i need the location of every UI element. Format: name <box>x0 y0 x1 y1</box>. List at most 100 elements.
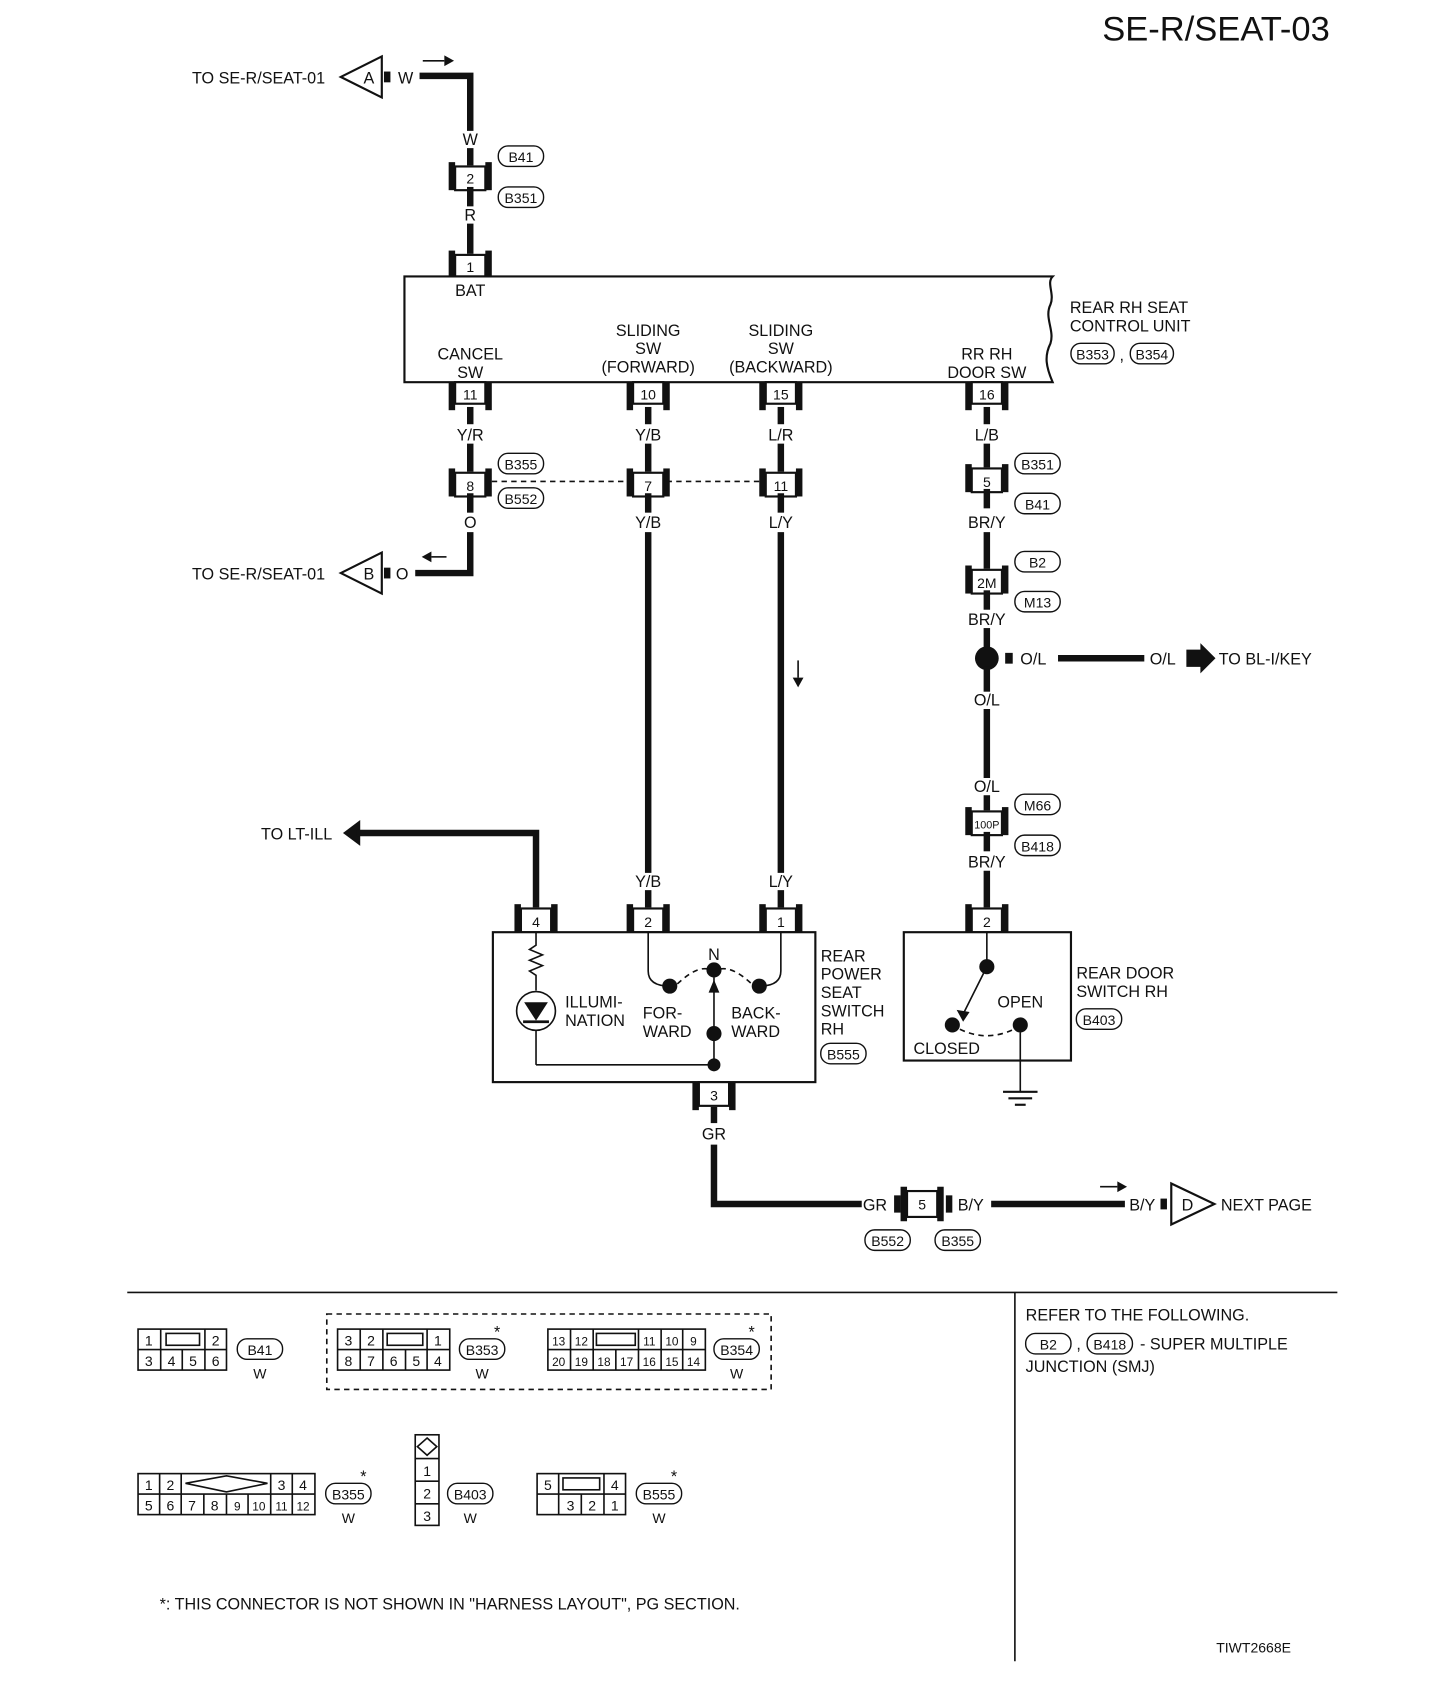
svg-text:FOR-: FOR- <box>643 1004 682 1022</box>
svg-text:W: W <box>398 69 414 87</box>
door-switch-label: REAR DOOR SWITCH RH B403 <box>1075 965 1174 1030</box>
svg-text:2: 2 <box>167 1477 175 1493</box>
svg-text:O: O <box>464 514 477 532</box>
svg-text:3: 3 <box>423 1508 431 1524</box>
svg-text:WARD: WARD <box>731 1023 780 1041</box>
svg-text:SWITCH RH: SWITCH RH <box>1076 983 1168 1001</box>
svg-text:L/Y: L/Y <box>769 514 793 532</box>
svg-text:3: 3 <box>344 1332 352 1348</box>
svg-text:2: 2 <box>644 914 652 930</box>
svg-text:8: 8 <box>466 478 474 494</box>
svg-text:SW: SW <box>768 340 795 358</box>
svg-text:11: 11 <box>774 478 789 494</box>
connector-pin11b: 11 <box>759 468 803 498</box>
svg-text:8: 8 <box>344 1353 352 1369</box>
wire-w-top <box>419 72 474 131</box>
refer-to-note: REFER TO THE FOLLOWING. B2 , B418 - SUPE… <box>1024 1306 1288 1376</box>
ground-icon <box>1003 1090 1038 1106</box>
footnote: *: THIS CONNECTOR IS NOT SHOWN IN "HARNE… <box>160 1596 740 1614</box>
svg-text:*: * <box>360 1468 367 1486</box>
svg-text:B354: B354 <box>1135 347 1168 363</box>
svg-text:RH: RH <box>821 1021 844 1039</box>
svg-text:6: 6 <box>212 1353 220 1369</box>
svg-text:SW: SW <box>457 364 484 382</box>
svg-text:B351: B351 <box>1021 457 1054 473</box>
svg-text:Y/R: Y/R <box>457 426 484 444</box>
svg-text:CANCEL: CANCEL <box>437 346 503 364</box>
control-unit-pin-10: 10 <box>626 381 670 411</box>
svg-text:O/L: O/L <box>1020 651 1046 669</box>
svg-text:(BACKWARD): (BACKWARD) <box>729 358 833 376</box>
svg-text:OPEN: OPEN <box>997 994 1043 1012</box>
svg-text:BR/Y: BR/Y <box>968 514 1006 532</box>
svg-text:SLIDING: SLIDING <box>616 322 681 340</box>
direction-arrow <box>421 551 447 563</box>
svg-text:2M: 2M <box>977 575 996 591</box>
control-unit-pin-16: 16 <box>965 381 1009 411</box>
svg-text:Y/B: Y/B <box>635 873 661 891</box>
svg-text:O/L: O/L <box>974 692 1000 710</box>
svg-text:12: 12 <box>575 1334 588 1348</box>
svg-text:- SUPER MULTIPLE: - SUPER MULTIPLE <box>1140 1336 1288 1354</box>
svg-text:14: 14 <box>687 1355 701 1369</box>
offpage-connector-a: TO SE-R/SEAT-01 A W <box>192 54 414 100</box>
svg-text:1: 1 <box>777 914 785 930</box>
svg-text:2: 2 <box>983 914 991 930</box>
svg-text:B552: B552 <box>505 491 538 507</box>
svg-text:B41: B41 <box>1025 496 1050 512</box>
seat-switch-pin-4: 4 <box>514 904 558 934</box>
svg-text:9: 9 <box>234 1499 241 1513</box>
svg-text:POWER: POWER <box>821 966 882 984</box>
svg-text:B355: B355 <box>941 1233 974 1249</box>
svg-text:B2: B2 <box>1029 555 1046 571</box>
svg-text:SWITCH: SWITCH <box>821 1002 885 1020</box>
svg-text:5: 5 <box>983 474 991 490</box>
svg-text:5: 5 <box>412 1353 420 1369</box>
svg-text:B: B <box>363 566 374 584</box>
svg-text:18: 18 <box>597 1355 611 1369</box>
svg-text:3: 3 <box>278 1477 286 1493</box>
connector-face-b403: 1 2 3 B403 W <box>414 1433 494 1526</box>
svg-text:WARD: WARD <box>643 1023 692 1041</box>
svg-text:20: 20 <box>552 1355 566 1369</box>
svg-text:B353: B353 <box>1076 347 1109 363</box>
seat-switch-label: REAR POWER SEAT SWITCH RH B555 <box>820 947 885 1065</box>
rear-rh-seat-control-unit: BAT CANCEL SW SLIDING SW (FORWARD) SLIDI… <box>403 275 1056 384</box>
svg-text:B41: B41 <box>508 149 533 165</box>
svg-text:TO BL-I/KEY: TO BL-I/KEY <box>1219 651 1312 669</box>
svg-text:N: N <box>708 946 720 964</box>
svg-text:L/R: L/R <box>768 426 793 444</box>
svg-text:SLIDING: SLIDING <box>749 322 814 340</box>
svg-text:6: 6 <box>167 1497 175 1513</box>
svg-text:REAR DOOR: REAR DOOR <box>1076 965 1174 983</box>
svg-text:9: 9 <box>690 1334 697 1348</box>
svg-text:(FORWARD): (FORWARD) <box>602 358 695 376</box>
svg-text:7: 7 <box>644 478 652 494</box>
direction-arrow <box>422 55 455 67</box>
page-title: SE-R/SEAT-03 <box>1102 10 1330 48</box>
offpage-to-lt-ill: TO LT-ILL <box>261 820 361 846</box>
connector-face-b555: 5 4 3 2 1 B555 * W <box>536 1468 683 1526</box>
svg-text:GR: GR <box>863 1196 887 1214</box>
control-unit-pin-11: 11 <box>448 381 492 411</box>
svg-text:A: A <box>363 69 374 87</box>
svg-text:O/L: O/L <box>974 778 1000 796</box>
svg-text:RR RH: RR RH <box>961 346 1012 364</box>
svg-text:7: 7 <box>367 1353 375 1369</box>
svg-text:NATION: NATION <box>565 1012 625 1030</box>
svg-text:W: W <box>475 1366 489 1382</box>
svg-text:REAR: REAR <box>821 947 866 965</box>
svg-text:B555: B555 <box>643 1487 676 1503</box>
svg-text:12: 12 <box>296 1499 309 1513</box>
svg-text:L/Y: L/Y <box>769 873 793 891</box>
svg-text:ILLUMI-: ILLUMI- <box>565 994 622 1012</box>
svg-text:R: R <box>464 206 476 224</box>
svg-text:W: W <box>253 1366 267 1382</box>
connector-b355-b552-pin8: 8 B355 B552 <box>448 452 545 510</box>
svg-text:BR/Y: BR/Y <box>968 611 1006 629</box>
svg-text:2: 2 <box>466 171 474 187</box>
svg-text:B354: B354 <box>720 1342 753 1358</box>
svg-text:5: 5 <box>544 1477 552 1493</box>
svg-text:O/L: O/L <box>1150 651 1176 669</box>
connector-face-b41: 1 2 3 4 5 6 B41 W <box>137 1328 284 1382</box>
